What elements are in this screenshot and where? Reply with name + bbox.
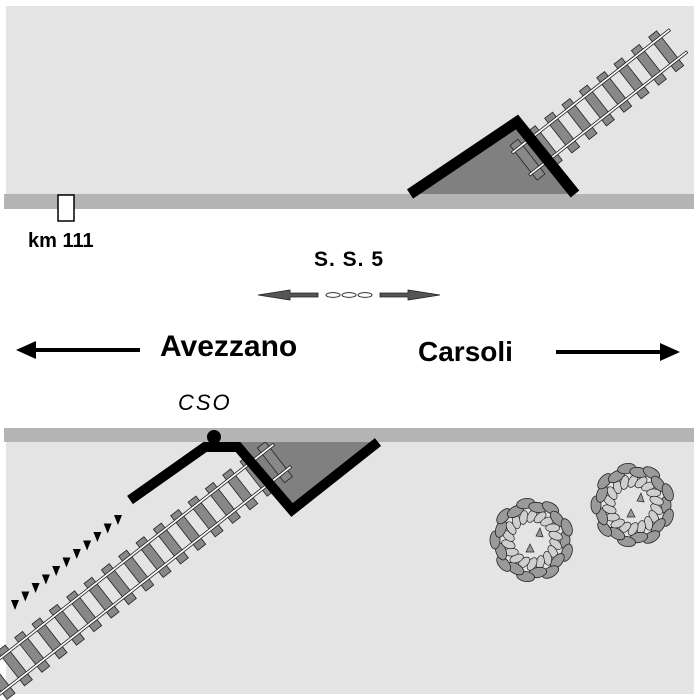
railway-track-north (509, 28, 689, 181)
hedge-mark (62, 557, 71, 568)
hedge-mark (52, 566, 61, 576)
shrub-leaf (661, 483, 674, 502)
shrub-leaf (545, 523, 561, 533)
cso-point (207, 430, 221, 444)
shrub-center (525, 543, 535, 553)
hedge-marks (11, 515, 122, 610)
hedge-mark (83, 540, 92, 551)
outline-south (127, 438, 382, 517)
shrub-icon (489, 497, 573, 583)
shrub-leaf (548, 530, 563, 541)
hedge-mark (103, 523, 112, 534)
destination-left: Avezzano (160, 330, 298, 363)
right-arrow-icon (556, 343, 680, 361)
hedge-mark (93, 532, 102, 542)
road-edge-north (4, 194, 694, 209)
shrub-icon (590, 462, 674, 548)
double-arrow-icon (257, 289, 441, 301)
milestone-icon (57, 194, 75, 222)
cso-label: CSO (178, 390, 232, 415)
shrub-center (636, 492, 645, 503)
railway-track-south (0, 441, 293, 700)
hedge-mark (11, 600, 19, 610)
road-edge-south (4, 428, 694, 442)
shrub-center (626, 508, 636, 518)
shrub-leaf (646, 488, 662, 498)
hedge-mark (72, 549, 81, 559)
hedge-mark (41, 574, 50, 585)
destination-right: Carsoli (418, 336, 513, 367)
shrub-leaf (560, 518, 573, 537)
road-name: S. S. 5 (314, 248, 385, 271)
shrub-leaf (649, 495, 664, 506)
hedge-mark (21, 591, 30, 602)
left-arrow-icon (16, 341, 140, 359)
hedge-mark (31, 583, 40, 593)
outline-north (406, 114, 580, 199)
shrub-center (535, 527, 544, 538)
kilometer-label: km 111 (28, 230, 94, 252)
hedge-mark (114, 515, 122, 525)
ground-south (6, 440, 694, 694)
